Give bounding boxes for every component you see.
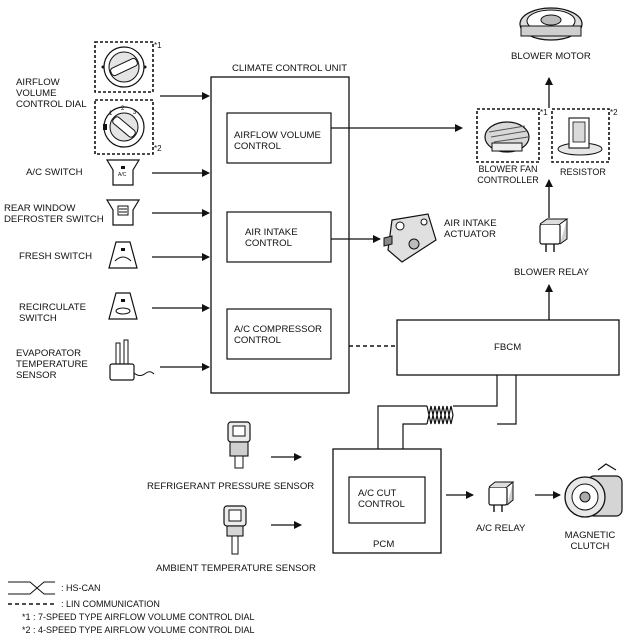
note-mark-1: *1 [154, 41, 162, 50]
ac-relay-label: A/C RELAY [476, 523, 526, 534]
airflow-dial-4-speed-icon: 1 2 3 [94, 99, 154, 155]
hs-can-line [377, 375, 517, 449]
blower-fan-controller-icon [476, 108, 540, 163]
recirculate-switch-label: RECIRCULATE SWITCH [19, 302, 86, 324]
ambient-temperature-sensor-icon [223, 505, 247, 555]
blower-fan-controller-label: BLOWER FAN CONTROLLER [477, 164, 539, 185]
magnetic-clutch-icon [564, 463, 623, 518]
fbcm-label: FBCM [494, 342, 522, 353]
ac-relay-icon [488, 481, 515, 512]
legend-note2-text: *2 : 4-SPEED TYPE AIRFLOW VOLUME CONTROL… [22, 625, 255, 635]
note-mark-2-resistor: *2 [610, 108, 618, 117]
ac-switch-icon [105, 159, 141, 186]
air-intake-control-box [226, 211, 332, 263]
rear-defroster-switch-label: REAR WINDOW DEFROSTER SWITCH [4, 203, 104, 225]
air-intake-control-label: AIR INTAKE CONTROL [245, 227, 298, 249]
recirculate-switch-icon [108, 292, 138, 320]
legend-lin-text: : LIN COMMUNICATION [61, 599, 160, 609]
airflow-volume-control-label: AIRFLOW VOLUME CONTROL [234, 130, 321, 152]
note-mark-2: *2 [154, 144, 162, 153]
rear-defroster-switch-icon [105, 199, 141, 226]
refrigerant-pressure-sensor-icon [227, 421, 251, 469]
ac-cut-control-box [348, 476, 426, 524]
ac-switch-label: A/C SWITCH [26, 167, 83, 178]
evaporator-sensor-label: EVAPORATOR TEMPERATURE SENSOR [16, 348, 88, 381]
ambient-sensor-label: AMBIENT TEMPERATURE SENSOR [156, 563, 316, 574]
resistor-icon [551, 108, 610, 163]
ac-compressor-control-box [226, 308, 332, 360]
legend-note1-text: *1 : 7-SPEED TYPE AIRFLOW VOLUME CONTROL… [22, 612, 255, 622]
pcm-box [332, 448, 442, 554]
ac-switch-face-text: A/C [118, 172, 127, 178]
climate-control-unit-title: CLIMATE CONTROL UNIT [232, 63, 348, 74]
blower-motor-label: BLOWER MOTOR [511, 51, 591, 62]
blower-relay-icon [539, 218, 569, 252]
blower-relay-label: BLOWER RELAY [514, 267, 589, 278]
air-intake-actuator-label: AIR INTAKE ACTUATOR [444, 218, 497, 240]
svg-text:1: 1 [109, 111, 113, 117]
fresh-switch-label: FRESH SWITCH [19, 251, 93, 262]
resistor-label: RESISTOR [560, 167, 606, 177]
magnetic-clutch-label: MAGNETIC CLUTCH [564, 530, 616, 552]
pcm-label: PCM [373, 539, 395, 550]
fresh-switch-icon [108, 241, 138, 269]
climate-control-unit-box [210, 76, 350, 394]
note-mark-1-fan: *1 [540, 108, 548, 117]
refrigerant-sensor-label: REFRIGERANT PRESSURE SENSOR [147, 481, 315, 492]
evaporator-sensor-icon [109, 339, 155, 381]
air-intake-actuator-icon [383, 213, 437, 263]
legend-hs-can-text: : HS-CAN [61, 583, 101, 593]
fbcm-box [396, 319, 620, 376]
svg-text:2: 2 [121, 106, 125, 112]
airflow-dial-label: AIRFLOW VOLUME CONTROL DIAL [16, 77, 87, 110]
blower-motor-icon [519, 7, 583, 41]
airflow-dial-7-speed-icon [94, 41, 154, 93]
ac-cut-control-label: A/C CUT CONTROL [358, 488, 405, 510]
airflow-volume-control-box [226, 112, 332, 164]
svg-text:3: 3 [133, 110, 137, 116]
ac-compressor-control-label: A/C COMPRESSOR CONTROL [234, 324, 322, 346]
legend-hs-can-symbol [8, 581, 55, 595]
